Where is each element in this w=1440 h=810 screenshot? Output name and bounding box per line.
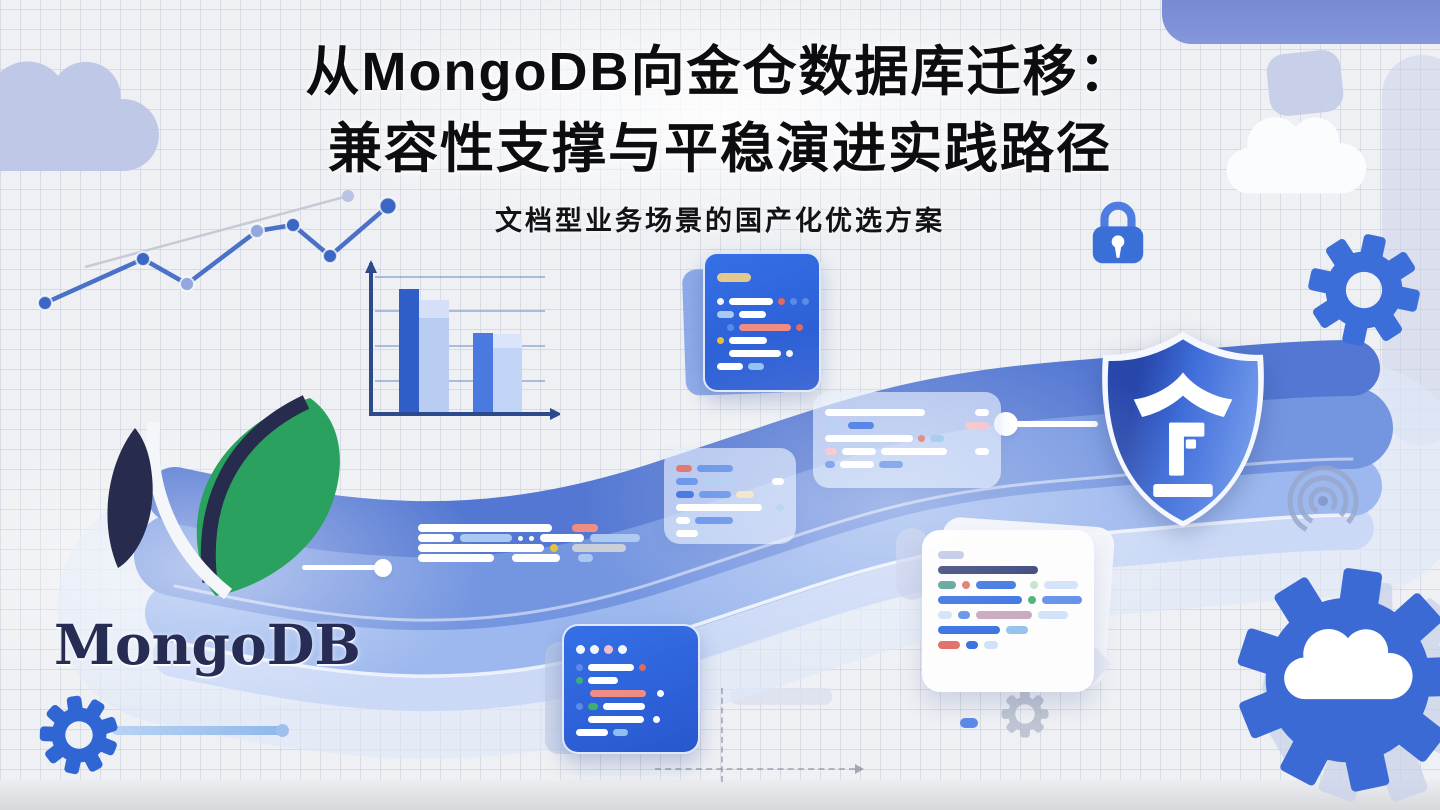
progress-dot xyxy=(276,724,289,737)
title-block: 从MongoDB向金仓数据库迁移： 兼容性支撑与平稳演进实践路径 文档型业务场景… xyxy=(0,34,1440,238)
mongodb-leaf-logo xyxy=(107,395,340,600)
ribbon-code-lines xyxy=(418,518,658,562)
wifi-signal-icon xyxy=(1287,465,1359,537)
ribbon-config-card xyxy=(813,392,1001,488)
right-connector-line xyxy=(1016,421,1098,427)
mongodb-wordmark: MongoDB xyxy=(54,612,361,677)
dashed-horizontal-line xyxy=(655,768,855,770)
dashed-arrow-icon xyxy=(855,764,864,774)
progress-line xyxy=(112,726,284,735)
bottom-code-card xyxy=(562,624,700,754)
left-connector-dot xyxy=(374,559,392,577)
doc-card xyxy=(922,530,1094,692)
gear-bottom-left-icon xyxy=(39,695,118,775)
cloud-in-gear-icon xyxy=(1284,629,1413,700)
top-code-card xyxy=(703,252,821,392)
title-line-1: 从MongoDB向金仓数据库迁移： xyxy=(305,42,1135,102)
blue-pill-small xyxy=(960,718,978,728)
title-line-2: 兼容性支撑与平稳演进实践路径 xyxy=(328,118,1112,179)
left-config-card xyxy=(664,448,796,544)
kingbase-shield-icon xyxy=(1102,331,1264,527)
gear-outline-small-icon xyxy=(1001,690,1049,738)
subtitle: 文档型业务场景的国产化优选方案 xyxy=(495,206,945,237)
